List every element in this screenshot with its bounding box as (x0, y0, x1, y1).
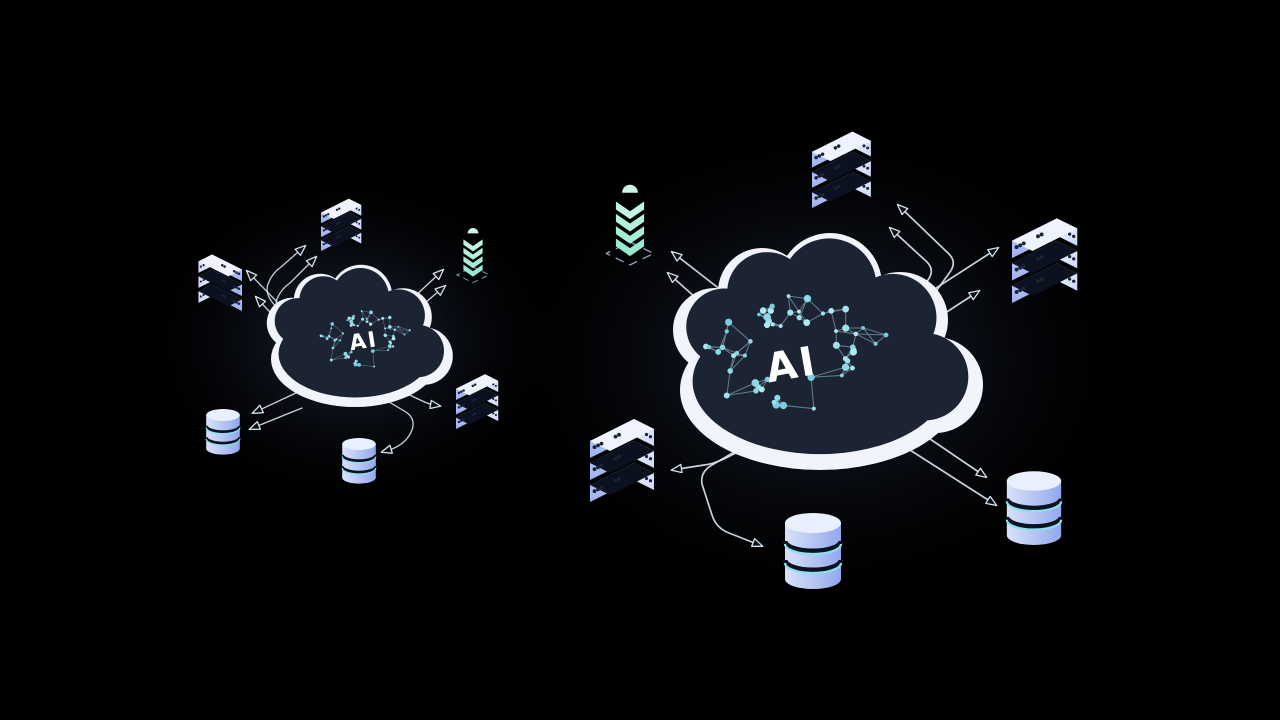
ai-cloud-large: AI (673, 233, 983, 470)
connection-arrow (251, 391, 299, 415)
connection-arrow (896, 203, 955, 331)
connection-arrow (888, 226, 933, 329)
database-icon (785, 513, 841, 589)
connection-arrow (266, 244, 315, 355)
connection-arrow (377, 379, 442, 410)
ai-cloud-small: AI (266, 264, 453, 407)
database-icon (204, 407, 242, 457)
connection-arrow (371, 391, 414, 454)
connection-arrow (248, 407, 303, 430)
database-icon (1007, 471, 1061, 545)
connection-arrow (898, 442, 998, 507)
ai-label: AI (762, 338, 821, 392)
connection-arrow (700, 429, 773, 547)
database-icon (340, 436, 378, 486)
ai-label: AI (348, 327, 380, 356)
